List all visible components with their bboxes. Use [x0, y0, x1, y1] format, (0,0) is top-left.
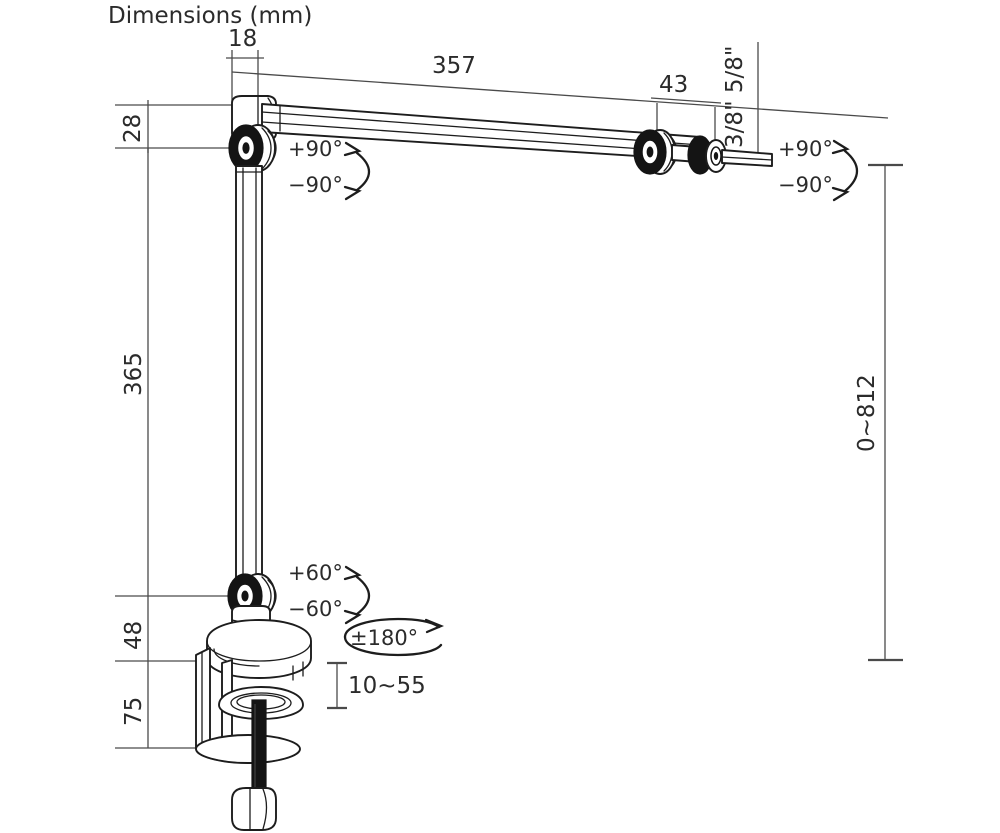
vertical-pole — [235, 165, 263, 581]
clamp-thumb-knob — [231, 787, 277, 831]
dimension-label-threads: 3/8" 5/8" — [722, 45, 748, 148]
dimension-label-0-812: 0~812 — [854, 374, 880, 452]
dimension-label-357: 357 — [432, 53, 476, 79]
angle-label-top-arm-negative: −90° — [288, 173, 343, 197]
head-mount-joint — [687, 135, 727, 175]
dimension-total-height: 0~812 — [854, 163, 903, 662]
dimension-base-clamp-heights: 48 75 — [115, 595, 238, 749]
dimension-label-18: 18 — [228, 26, 257, 52]
dimension-pole-height: 365 — [121, 148, 149, 596]
angle-label-top-arm-positive: +90° — [288, 137, 343, 161]
dimension-label-365: 365 — [121, 352, 147, 396]
arm-tail-stub — [721, 149, 773, 167]
dimension-thread-sizes: 3/8" 5/8" — [722, 42, 759, 160]
angle-label-head-negative: −90° — [778, 173, 833, 197]
dimension-arm-offset: 18 — [226, 26, 264, 130]
dimension-arm-length: 357 — [231, 53, 889, 119]
monitor-arm-assembly — [195, 95, 773, 831]
angle-label-head-positive: +90° — [778, 137, 833, 161]
angle-top-arm-rotation: +90° −90° — [288, 137, 371, 201]
dimension-label-43: 43 — [659, 72, 688, 98]
dimension-label-28: 28 — [120, 114, 146, 143]
drawing-title: Dimensions (mm) — [108, 3, 312, 29]
angle-label-swivel: ±180° — [350, 626, 418, 650]
dimension-top-joint-height: 28 — [115, 100, 240, 153]
angle-swivel-rotation: ±180° — [343, 617, 445, 657]
angle-base-tilt: +60° −60° — [288, 561, 371, 625]
dimension-label-48: 48 — [121, 621, 147, 650]
clamp-screw-shaft — [251, 699, 267, 799]
dimension-clamp-range: 10~55 — [327, 661, 426, 710]
angle-head-rotation: +90° −90° — [778, 137, 859, 202]
arm-right-knuckle — [633, 129, 678, 175]
top-pivot-joint — [228, 124, 277, 172]
angle-label-base-negative: −60° — [288, 597, 343, 621]
angle-label-base-positive: +60° — [288, 561, 343, 585]
clamp-base-disc — [206, 619, 312, 681]
dimension-label-10-55: 10~55 — [348, 673, 426, 699]
dimension-label-75: 75 — [121, 697, 147, 726]
dimension-head-mount: 43 — [650, 72, 722, 145]
